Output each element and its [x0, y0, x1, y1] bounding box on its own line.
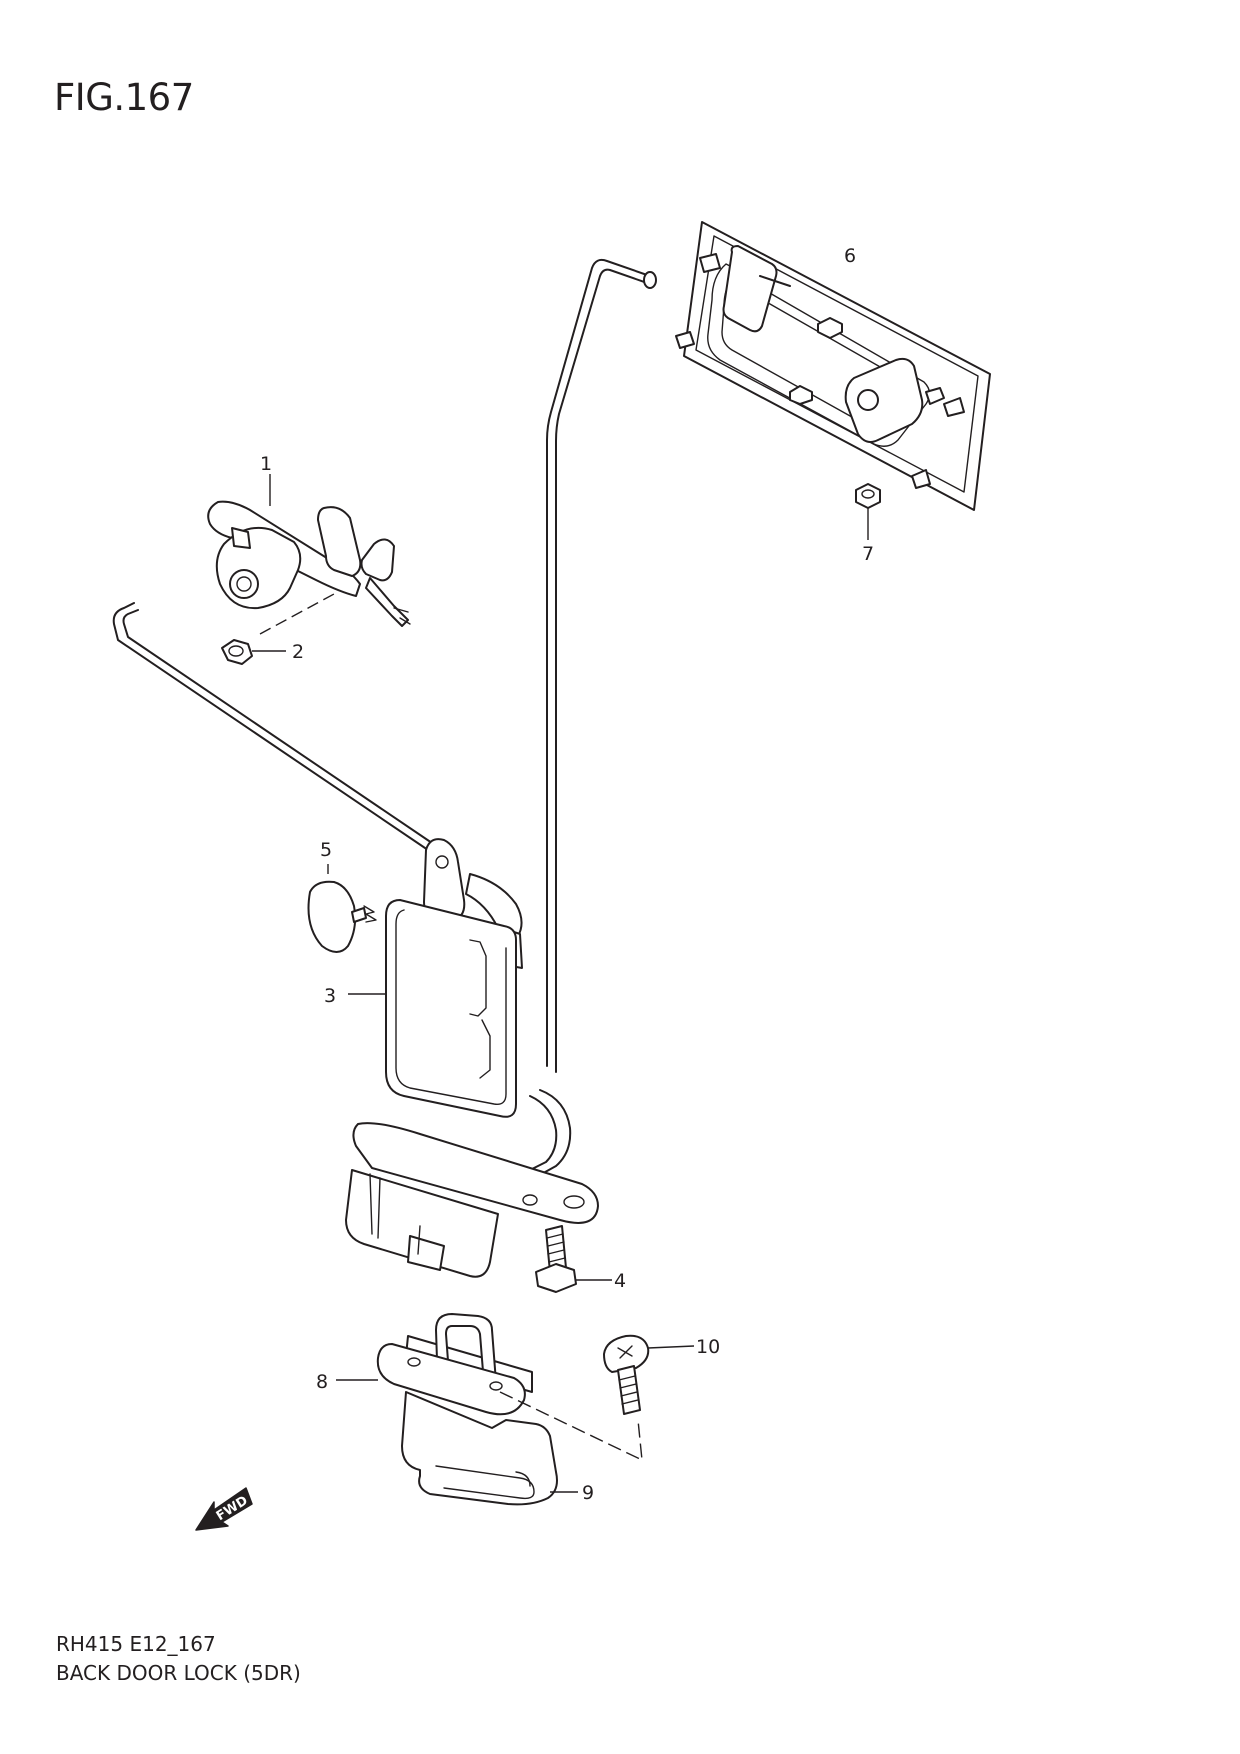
nut-7 — [855, 483, 881, 540]
figure-name: BACK DOOR LOCK (5DR) — [56, 1661, 301, 1685]
fwd-arrow-icon: FWD — [195, 1487, 253, 1531]
figure-code: RH415 E12_167 — [56, 1632, 216, 1656]
callout-4: 4 — [614, 1270, 626, 1292]
callout-5: 5 — [320, 839, 332, 861]
lock-actuator-3 — [345, 838, 599, 1278]
lock-cylinder-1 — [207, 474, 411, 627]
plate-9 — [401, 1391, 578, 1506]
callout-7: 7 — [862, 543, 874, 565]
striker-8 — [336, 1313, 533, 1416]
callout-6: 6 — [844, 245, 856, 267]
clip-5 — [307, 864, 377, 953]
figure-title: FIG.167 — [54, 76, 194, 119]
nut-2 — [221, 593, 335, 665]
callout-3: 3 — [324, 985, 336, 1007]
callout-8: 8 — [316, 1371, 328, 1393]
bolt-4 — [535, 1225, 612, 1293]
callout-10: 10 — [696, 1336, 720, 1358]
callout-9: 9 — [582, 1482, 594, 1504]
lower-rod — [112, 602, 433, 851]
upper-rod — [546, 258, 657, 1073]
screw-10 — [499, 1334, 695, 1462]
handle-assembly-6 — [675, 221, 991, 511]
callout-1: 1 — [260, 453, 272, 475]
callout-2: 2 — [292, 641, 304, 663]
